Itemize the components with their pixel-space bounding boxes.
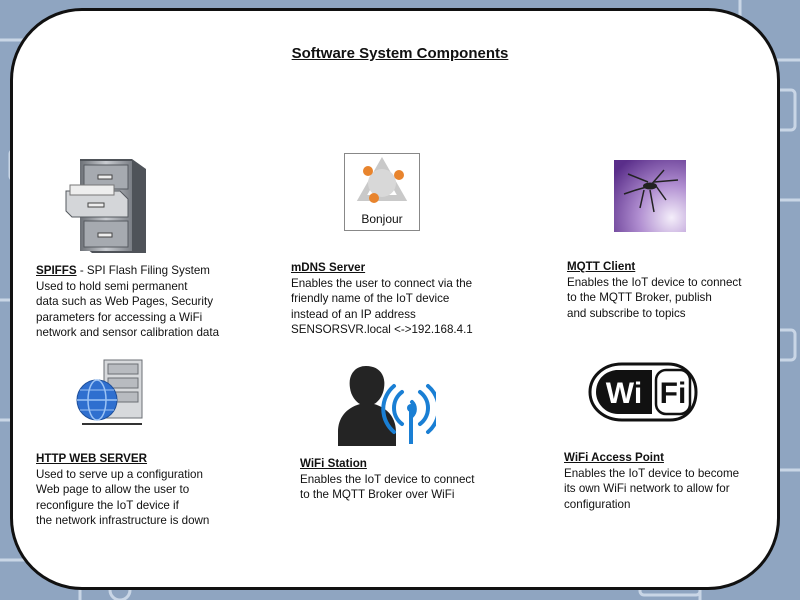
wifi-logo-right-text: Fi [660, 377, 687, 410]
page-title: Software System Components [291, 45, 509, 62]
component-heading: SPIFFS [36, 264, 77, 277]
component-line: and subscribe to topics [567, 306, 686, 320]
component-mqtt: MQTT Client Enables the IoT device to co… [567, 259, 741, 321]
component-wifi-station: WiFi Station Enables the IoT device to c… [300, 456, 474, 503]
component-line: Enables the IoT device to connect [567, 275, 742, 289]
content-card [10, 8, 780, 590]
web-server-icon [76, 359, 143, 425]
component-line: network and sensor calibration data [36, 326, 220, 340]
component-line: to the MQTT Broker over WiFi [300, 488, 455, 502]
component-wifi-ap: WiFi Access Point Enables the IoT device… [564, 450, 739, 512]
component-line: reconfigure the IoT device if [36, 498, 179, 512]
component-line: the network infrastructure is down [36, 514, 210, 528]
filing-cabinet-icon [65, 159, 146, 253]
component-heading: MQTT Client [567, 260, 636, 273]
component-spiffs: SPIFFS - SPI Flash Filing System Used to… [36, 263, 219, 341]
component-line: instead of an IP address [291, 307, 416, 321]
component-line: Web page to allow the user to [36, 483, 190, 497]
component-heading: WiFi Station [300, 457, 367, 470]
component-heading: mDNS Server [291, 261, 366, 274]
component-heading: HTTP WEB SERVER [36, 452, 148, 465]
mosquitto-icon [614, 160, 686, 232]
wifi-station-icon [338, 366, 436, 446]
component-heading: WiFi Access Point [564, 451, 664, 464]
bonjour-label: Bonjour [361, 212, 402, 226]
component-mdns: mDNS Server Enables the user to connect … [291, 260, 473, 338]
component-line: Enables the IoT device to connect [300, 472, 475, 486]
component-line: its own WiFi network to allow for [564, 482, 730, 496]
component-line: Used to serve up a configuration [36, 467, 203, 481]
component-line: Enables the IoT device to become [564, 466, 740, 480]
component-line: Used to hold semi permanent [36, 279, 188, 293]
bonjour-icon: Bonjour [344, 153, 420, 231]
component-line: SENSORSVR.local <->192.168.4.1 [291, 323, 473, 337]
wifi-logo-icon: Wi Fi [588, 362, 698, 422]
component-http: HTTP WEB SERVER Used to serve up a confi… [36, 451, 209, 529]
component-line: parameters for accessing a WiFi [36, 310, 203, 324]
component-line: Enables the user to connect via the [291, 276, 473, 290]
component-line: data such as Web Pages, Security [36, 295, 214, 309]
component-line: to the MQTT Broker, publish [567, 291, 712, 305]
wifi-logo-left-text: Wi [606, 377, 642, 410]
component-heading-suffix: - SPI Flash Filing System [76, 264, 210, 277]
component-line: configuration [564, 497, 631, 511]
component-line: friendly name of the IoT device [291, 292, 450, 306]
